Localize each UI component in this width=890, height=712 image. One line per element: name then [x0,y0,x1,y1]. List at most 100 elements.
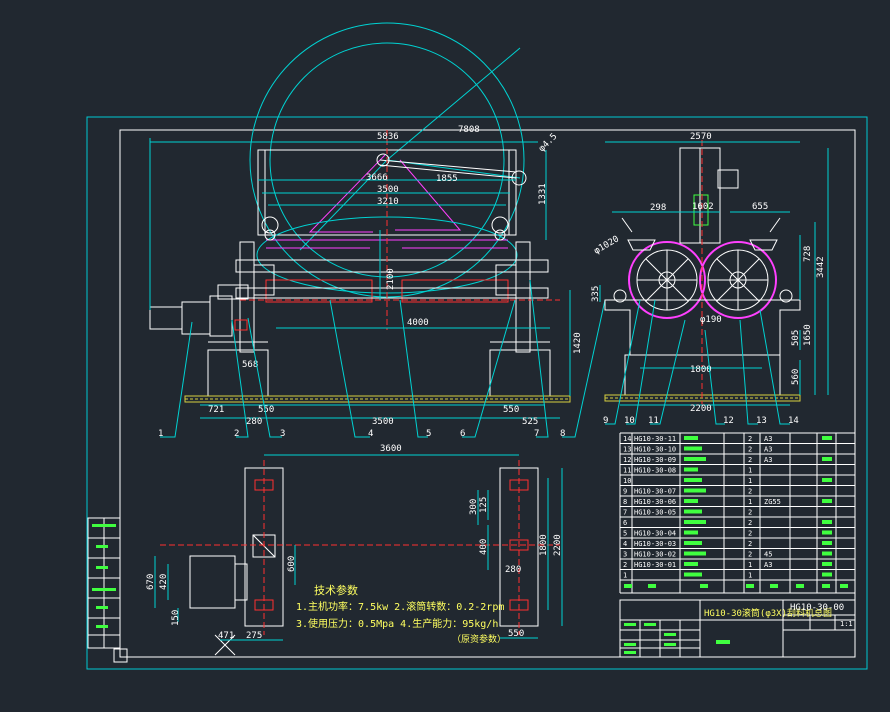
bom-row-code: HG10-30-04 [634,530,676,538]
bom-row-qty: 2 [748,551,752,559]
right-roller [699,241,777,319]
bom-row-material: A3 [764,456,772,464]
dim-721: 721 [208,405,224,415]
bom-part-name-mark [684,541,702,545]
bom-header-mark [624,584,632,588]
balloon-11: 11 [648,416,659,426]
dim-505: 505 [791,330,801,346]
bom-row-code: HG10-30-05 [634,509,676,517]
arm-linkage [308,154,386,233]
bom-header-mark [770,584,778,588]
bom-row-code: HG10-30-06 [634,498,676,506]
plan-dim-150: 150 [171,610,181,626]
outer-frame [86,116,868,670]
bom-remark-mark [822,572,832,577]
bom-part-name-mark [684,499,698,503]
bom-header-mark [648,584,656,588]
bom-remark-mark [822,457,832,461]
balloon-7: 7 [534,429,539,439]
bom-row-material: A3 [764,446,772,454]
title-block [619,599,856,658]
dim-2570: 2570 [690,132,712,142]
balloon-6: 6 [460,429,465,439]
bom-part-name-mark [684,457,706,461]
bom-part-name-mark [684,551,706,556]
plan-dim-280: 280 [505,565,521,575]
bom-remark-mark [822,541,832,545]
bom-remark-mark [822,562,832,566]
bom-row-code: HG10-30-01 [634,561,676,569]
bom-row-qty: 1 [748,498,752,506]
bom-row-no: 11 [623,467,631,475]
side-frame [604,299,801,356]
title-block-hatch [716,640,730,644]
plan-dim-550: 550 [508,629,524,639]
left-foot [207,349,269,397]
bom-part-name-mark [684,467,698,472]
bom-part-name-mark [684,436,698,440]
plan-dim-471: 471 [218,631,234,641]
dim-550: 550 [258,405,274,415]
plan-dim-300: 300 [469,499,479,515]
bom-row-qty: 1 [748,561,752,569]
bom-row-no: 1 [623,572,627,580]
tech-params: 技术参数 1.主机功率：7.5kw 2.滚筒转数：0.2-2rpm 3.使用压力… [296,583,506,645]
bom-row-qty: 2 [748,519,752,527]
dim-3500: 3500 [377,185,399,195]
main-beam [235,259,549,273]
bom-row-code: HG10-30-10 [634,446,676,454]
balloon-2: 2 [234,429,239,439]
dim-568: 568 [242,360,258,370]
tech-line-1: 1.主机功率：7.5kw 2.滚筒转数：0.2-2rpm [296,600,504,613]
bom-row-no: 3 [623,551,627,559]
dim-298: 298 [650,203,666,213]
balloon-1: 1 [158,429,163,439]
bom-part-name-mark [684,478,702,482]
side-view: 2570 298 1602 655 728 3442 φ1020 φ190 50… [593,132,829,426]
balloon-8: 8 [560,429,565,439]
motor [149,306,183,330]
balloon-12: 12 [723,416,734,426]
bom-row-no: 10 [623,477,631,485]
bom-row-no: 9 [623,488,627,496]
bom-row-no: 12 [623,456,631,464]
bom-row-material: A3 [764,435,772,443]
bom-row-code: HG10-30-11 [634,435,676,443]
bom-remark-mark [822,551,832,556]
bom-row-qty: 2 [748,540,752,548]
left-strip [87,517,121,649]
plan-dim-600: 600 [287,556,297,572]
dim-1602: 1602 [692,202,714,212]
tech-line-2: 3.使用压力：0.5Mpa 4.生产能力：95kg/h [296,617,498,630]
dim-3210: 3210 [377,197,399,207]
bom-remark-mark [822,530,832,535]
dim-1855: 1855 [436,174,458,184]
drawing-number: HG10-30-00 [790,603,844,613]
bom-row-code: HG10-30-07 [634,488,676,496]
dim-280: 280 [246,417,262,427]
dim-728: 728 [803,246,813,262]
bom-row-no: 7 [623,509,627,517]
title-block-hatch-cells [624,623,676,654]
dim-655: 655 [752,202,768,212]
bom-part-name-mark [684,572,702,577]
dim-4000: 4000 [407,318,429,328]
plan-dim-125: 125 [479,497,489,513]
bom-row-qty: 2 [748,456,752,464]
left-column [239,241,255,353]
bom-row-qty: 2 [748,488,752,496]
plan-dim-3600: 3600 [380,444,402,454]
dim-335: 335 [591,286,601,302]
bom-row-qty: 2 [748,435,752,443]
bom-remark-mark [822,478,832,482]
inner-frame [119,129,856,658]
balloon-14: 14 [788,416,799,426]
dim-phi1020: φ1020 [593,234,621,256]
dim-3500b: 3500 [372,417,394,427]
dim-2200: 2200 [690,404,712,414]
dim-5836: 5836 [377,132,399,142]
balloon-4: 4 [368,429,373,439]
bom-row-code: HG10-30-08 [634,467,676,475]
bom-row-material: 45 [764,551,772,559]
